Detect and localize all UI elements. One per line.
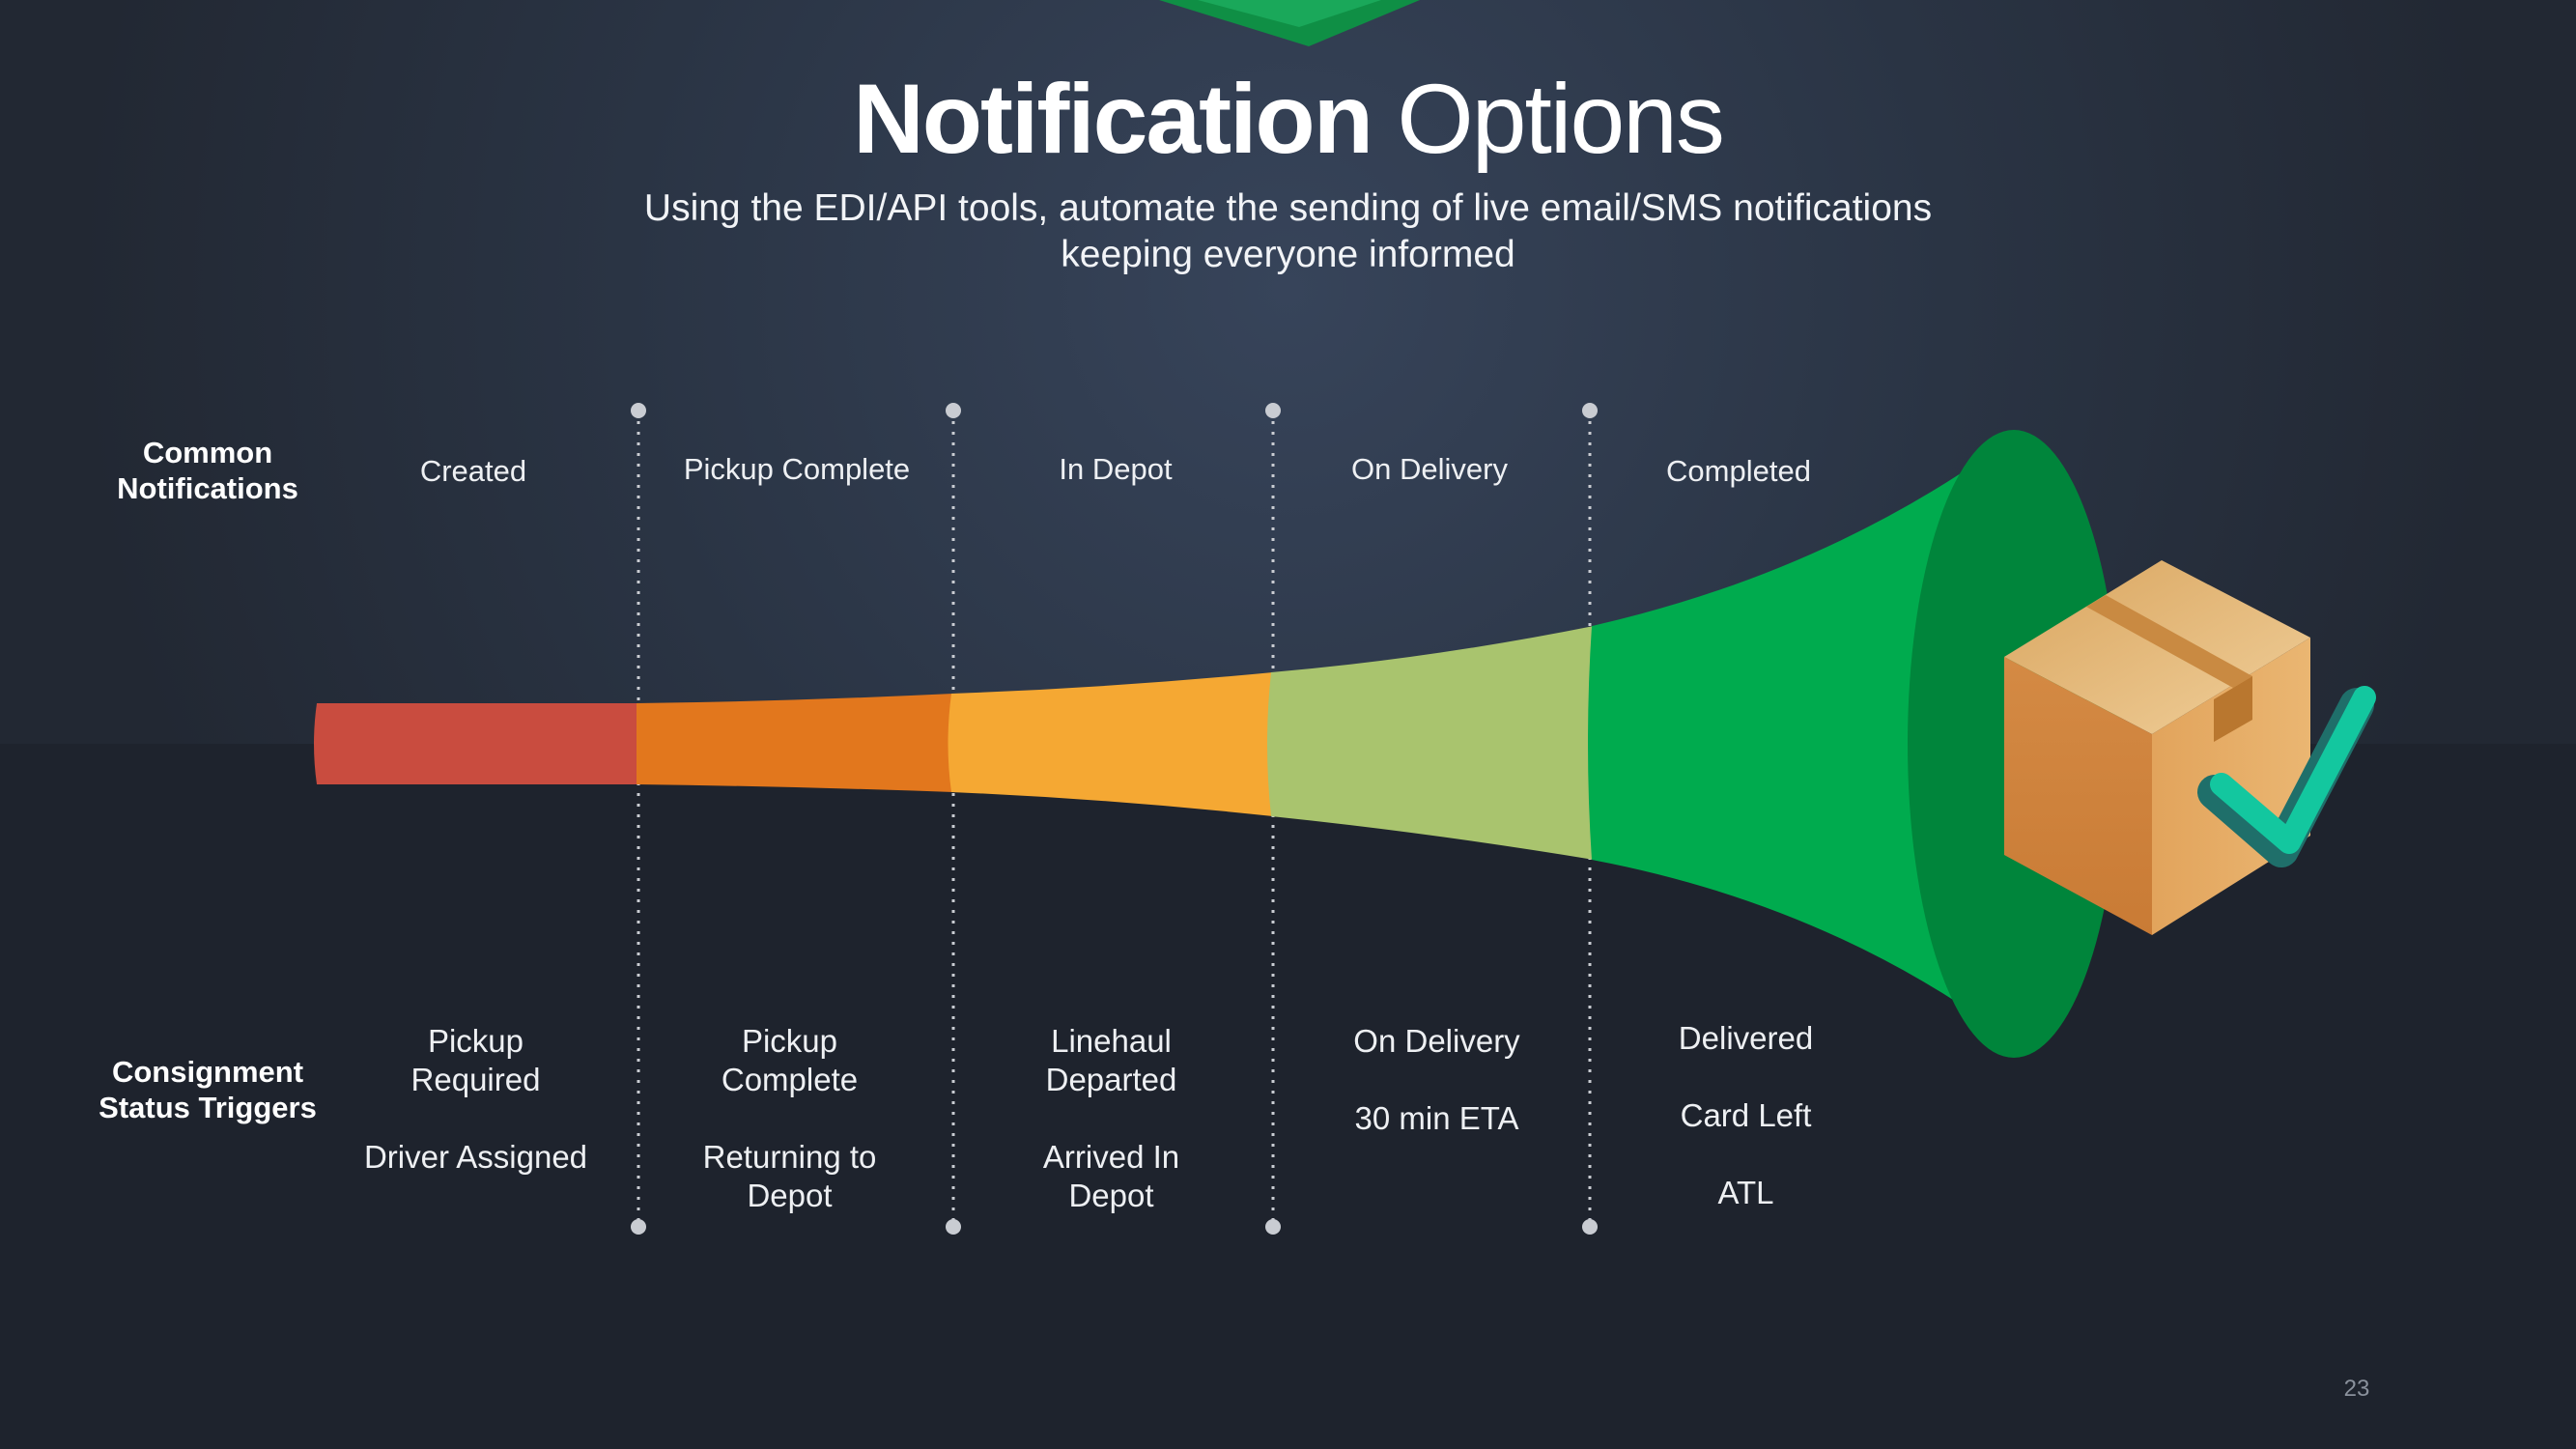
horn-segment-in-depot: [948, 672, 1273, 816]
divider-endpoints: [631, 403, 1598, 1235]
trigger-item: Pickup: [427, 1023, 524, 1059]
title-light: Options: [1397, 64, 1725, 174]
trigger-item: Driver Assigned: [363, 1139, 588, 1175]
trigger-item: On Delivery: [1353, 1023, 1520, 1059]
checkmark-icon: [2197, 686, 2376, 867]
page-number: 23: [2343, 1376, 2370, 1402]
horn-segment-pickup-complete: [637, 694, 953, 792]
row-header-notifications-line-1: Common: [142, 436, 273, 469]
triggers-pickup-complete: Pickup Complete Returning to Depot: [657, 1022, 922, 1215]
row-header-triggers: Consignment Status Triggers: [58, 1054, 357, 1125]
triggers-in-depot: Linehaul Departed Arrived In Depot: [978, 1022, 1244, 1215]
horn-segment-created: [314, 703, 638, 784]
notification-pickup-complete: Pickup Complete: [683, 452, 911, 486]
notification-on-delivery: On Delivery: [1351, 452, 1508, 486]
trigger-item: ATL: [1717, 1175, 1774, 1210]
trigger-item: 30 min ETA: [1354, 1100, 1519, 1136]
trigger-item: Depot: [1068, 1178, 1154, 1213]
notification-created: Created: [419, 454, 527, 488]
trigger-item: Arrived In: [1042, 1139, 1180, 1175]
trigger-item: Returning to: [702, 1139, 877, 1175]
triggers-on-delivery: On Delivery 30 min ETA: [1304, 1022, 1570, 1138]
subtitle-line-1: Using the EDI/API tools, automate the se…: [643, 187, 1933, 229]
horn-segment-completed: [1588, 473, 1961, 1005]
notification-in-depot: In Depot: [1059, 452, 1173, 486]
top-chevron-icon: [1159, 0, 1420, 46]
row-header-triggers-line-2: Status Triggers: [99, 1091, 317, 1124]
trigger-item: Departed: [1045, 1062, 1177, 1097]
subtitle-line-2: keeping everyone informed: [1061, 234, 1515, 275]
trigger-item: Card Left: [1680, 1097, 1812, 1133]
trigger-item: Linehaul: [1051, 1023, 1172, 1059]
trigger-item: Depot: [747, 1178, 833, 1213]
notification-completed: Completed: [1666, 454, 1811, 488]
trigger-item: Complete: [721, 1062, 859, 1097]
slide-title: Notification Options: [0, 60, 2576, 178]
slide-subtitle: Using the EDI/API tools, automate the se…: [483, 185, 2093, 278]
triggers-completed: Delivered Card Left ATL: [1613, 1019, 1879, 1212]
title-bold: Notification: [853, 64, 1373, 174]
horn-segment-on-delivery: [1267, 626, 1594, 860]
trigger-item: Delivered: [1678, 1020, 1814, 1056]
package-box-icon: [2004, 560, 2310, 935]
trigger-item: Pickup: [741, 1023, 838, 1059]
row-header-notifications: Common Notifications: [58, 435, 357, 506]
triggers-created: Pickup Required Driver Assigned: [343, 1022, 609, 1177]
trigger-item: Required: [410, 1062, 541, 1097]
progress-horn: [314, 430, 2120, 1058]
row-header-triggers-line-1: Consignment: [111, 1055, 304, 1089]
row-header-notifications-line-2: Notifications: [117, 471, 298, 505]
